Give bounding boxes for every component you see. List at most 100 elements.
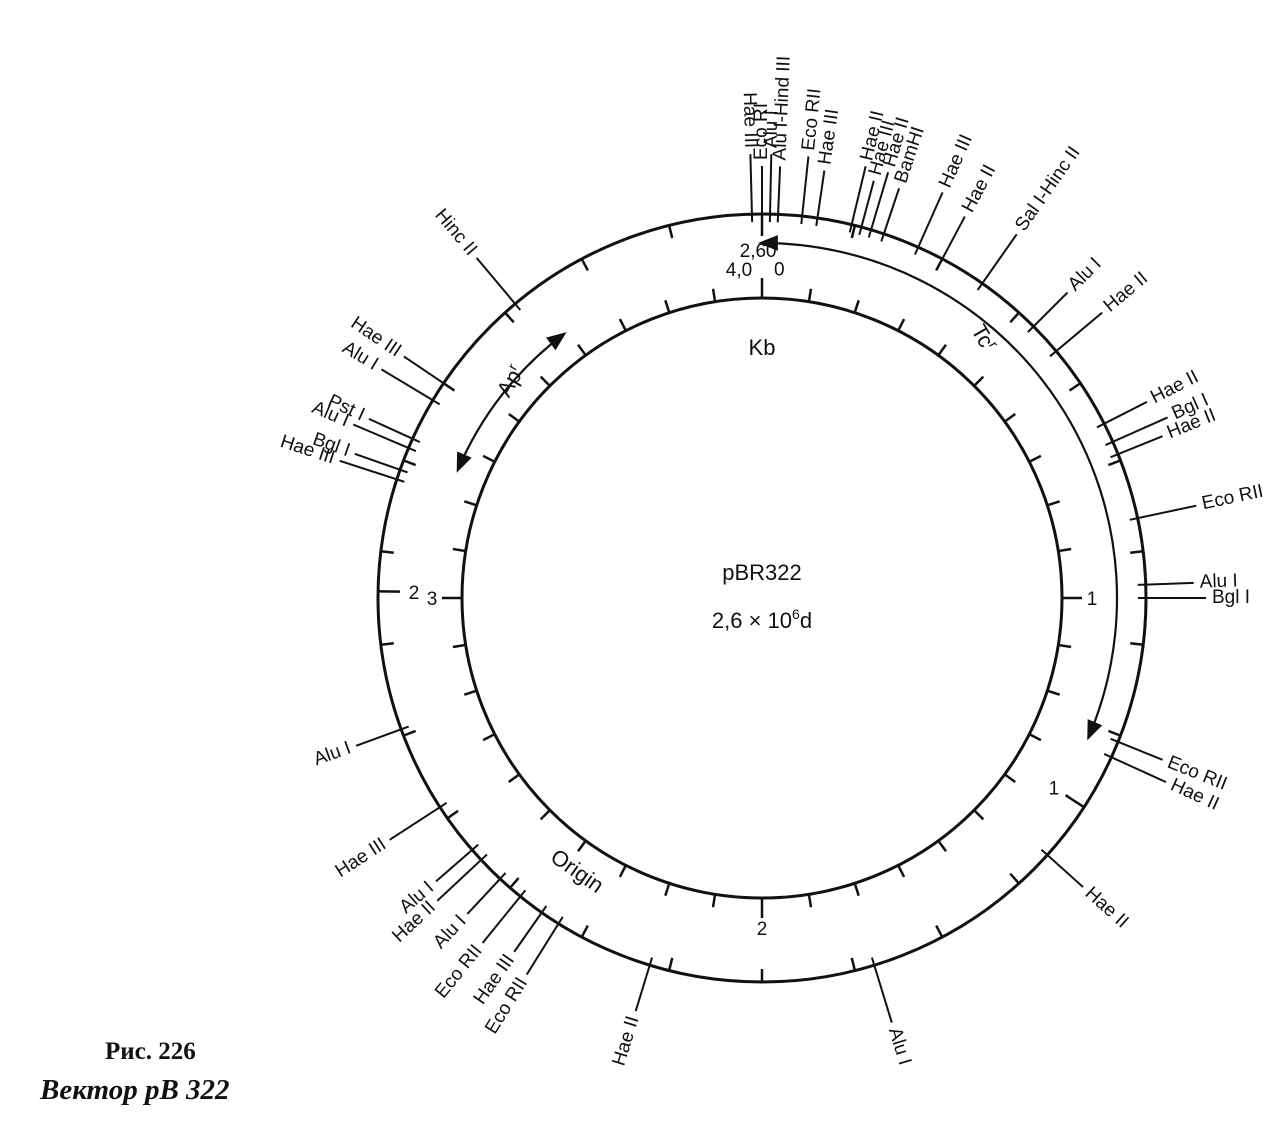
outer-tick	[667, 225, 674, 239]
site-line	[800, 156, 810, 225]
inner-tick	[1046, 689, 1061, 696]
site-line	[354, 452, 408, 474]
site-line	[436, 853, 488, 902]
outer-tick	[403, 729, 417, 737]
site-label: Hae II	[1081, 883, 1133, 933]
inner-tick	[897, 318, 906, 332]
figure-title: Вектор pB 322	[40, 1074, 230, 1106]
outer-tick	[1107, 459, 1121, 467]
site-line	[1049, 311, 1103, 358]
outer-tick	[403, 459, 417, 467]
outer-tick	[850, 225, 857, 239]
plasmid-size-unit: d	[800, 608, 812, 633]
site-line	[937, 216, 966, 267]
site-line	[749, 154, 754, 223]
plasmid-size-base: 2,6 × 10	[712, 608, 792, 633]
outer-scale-number: 2	[409, 583, 420, 604]
tc-arrow	[758, 235, 1119, 741]
site-label: Hinc II	[430, 205, 481, 260]
inner-tick	[508, 773, 521, 783]
plasmid-size-exponent: 6	[792, 606, 800, 622]
inner-tick	[452, 643, 466, 649]
outer-tick	[509, 877, 520, 889]
site-line	[776, 166, 782, 223]
site-label: Alu I	[1199, 570, 1238, 592]
inner-scale-number: 4,0	[726, 260, 752, 281]
inner-tick	[807, 894, 813, 908]
origin-label: Origin	[546, 844, 608, 898]
inner-tick	[452, 547, 466, 553]
site-line	[355, 725, 410, 747]
site-line	[466, 872, 507, 915]
inner-tick	[853, 882, 860, 897]
site-label: Hae II	[609, 1014, 644, 1069]
inner-tick	[463, 500, 478, 507]
site-line	[1129, 504, 1197, 521]
inner-tick	[482, 733, 496, 742]
site-line	[368, 417, 421, 443]
outer-tick	[1009, 872, 1020, 885]
plasmid-size: 2,6 × 106d	[712, 606, 812, 633]
site-label: Alu I	[884, 1025, 915, 1068]
inner-tick	[1058, 643, 1072, 649]
site-line	[634, 957, 654, 1012]
site-line	[867, 172, 890, 238]
site-line	[481, 889, 527, 944]
site-line	[380, 368, 441, 406]
inner-tick	[853, 299, 860, 314]
figure-number: Рис. 226	[105, 1038, 196, 1065]
outer-tick	[1009, 311, 1020, 324]
site-line	[914, 191, 944, 255]
outer-scale-number: 1	[1049, 779, 1060, 800]
site-label: Bgl I	[1212, 587, 1250, 608]
site-label: Hae III	[739, 92, 761, 149]
inner-tick	[897, 864, 906, 878]
site-line	[513, 905, 548, 953]
inner-tick	[539, 809, 551, 821]
inner-tick	[1058, 547, 1072, 553]
outer-tick	[935, 924, 944, 938]
inner-tick	[1028, 733, 1042, 742]
inner-ring	[460, 296, 1064, 900]
site-line	[525, 916, 564, 976]
outer-tick	[667, 957, 674, 971]
inner-tick	[1003, 413, 1016, 423]
inner-tick	[618, 864, 627, 878]
kb-label: Kb	[749, 335, 776, 360]
site-line	[435, 843, 479, 883]
inner-tick	[664, 299, 671, 314]
site-line	[1096, 400, 1148, 429]
site-line	[1040, 848, 1084, 888]
inner-tick	[508, 413, 521, 423]
site-label: Hae II	[1100, 268, 1152, 317]
inner-tick	[463, 689, 478, 696]
outer-tick	[580, 924, 589, 938]
outer-tick	[380, 641, 394, 647]
site-label: Sal I-Hinc II	[1011, 143, 1085, 235]
site-label: Alu I	[760, 110, 782, 148]
inner-scale-number: 0	[774, 259, 785, 280]
outer-scale-ticks	[378, 214, 1144, 982]
site-label: Alu I	[311, 737, 354, 770]
inner-scale-number: 1	[1087, 589, 1098, 610]
inner-tick	[937, 344, 947, 357]
site-line	[403, 355, 451, 389]
inner-tick	[577, 344, 587, 357]
site-line	[1105, 416, 1169, 446]
outer-tick	[850, 957, 857, 971]
site-line	[815, 170, 826, 227]
outer-tick	[1130, 641, 1144, 647]
ap-arrow	[456, 332, 567, 473]
site-line	[1103, 753, 1167, 784]
inner-tick	[937, 839, 947, 852]
inner-tick	[618, 318, 627, 332]
site-label: Eco RI	[751, 103, 772, 160]
outer-tick	[446, 809, 459, 820]
inner-tick	[973, 809, 985, 821]
tc-label: Tcr	[966, 319, 1002, 355]
outer-tick	[580, 258, 589, 272]
site-line	[339, 459, 405, 483]
